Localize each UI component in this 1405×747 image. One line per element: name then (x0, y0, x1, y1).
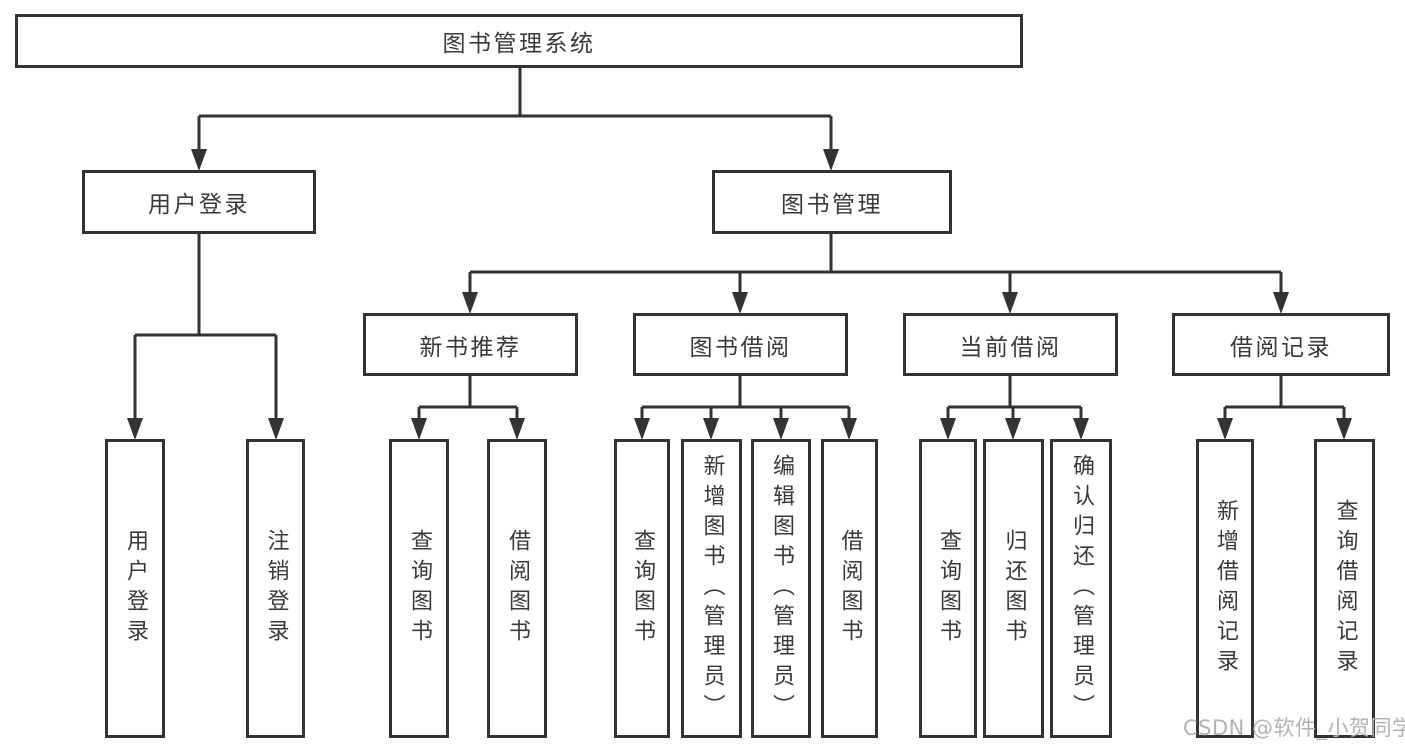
node-current-query-books-label: 查询图书 (936, 528, 961, 649)
node-current-query-books: 查询图书 (919, 439, 977, 738)
node-records-add-record: 新增借阅记录 (1196, 439, 1254, 738)
node-borrow-edit-books-admin-label: 编辑图书（管理员） (769, 453, 794, 724)
node-borrow-add-books-admin: 新增图书（管理员） (681, 439, 742, 738)
connector-book-borrow (634, 376, 857, 440)
node-borrow-borrow-books: 借阅图书 (821, 439, 878, 738)
connector-root (191, 68, 839, 171)
connector-borrow-records (1217, 376, 1352, 440)
node-user-login: 用户登录 (82, 170, 316, 234)
node-recommend-query-books-label: 查询图书 (407, 528, 432, 649)
node-records-add-record-label: 新增借阅记录 (1213, 498, 1238, 679)
node-user-login-label: 用户登录 (148, 192, 250, 218)
node-records-query-record: 查询借阅记录 (1314, 439, 1375, 738)
node-current-return-books-label: 归还图书 (1001, 528, 1027, 649)
node-borrow-edit-books-admin: 编辑图书（管理员） (751, 439, 811, 738)
node-book-management: 图书管理 (712, 170, 952, 234)
node-current-return-books: 归还图书 (983, 439, 1044, 738)
node-records-query-record-label: 查询借阅记录 (1332, 498, 1358, 679)
node-login-action: 用户登录 (105, 439, 165, 738)
node-borrow-query-books-label: 查询图书 (630, 528, 655, 649)
node-borrow-add-books-admin-label: 新增图书（管理员） (699, 453, 725, 724)
node-book-management-label: 图书管理 (781, 192, 883, 218)
node-borrow-borrow-books-label: 借阅图书 (837, 528, 863, 649)
node-current-confirm-return-admin: 确认归还（管理员） (1050, 439, 1112, 738)
node-recommend-borrow-books-label: 借阅图书 (505, 528, 530, 649)
node-root-label: 图书管理系统 (442, 31, 596, 57)
node-login-action-label: 用户登录 (123, 528, 148, 649)
node-new-book-recommend: 新书推荐 (363, 313, 578, 376)
node-current-borrow-label: 当前借阅 (959, 334, 1062, 361)
node-borrow-records: 借阅记录 (1172, 313, 1390, 376)
node-recommend-borrow-books: 借阅图书 (487, 439, 547, 738)
node-book-borrow: 图书借阅 (633, 313, 848, 376)
node-book-borrow-label: 图书借阅 (689, 334, 792, 361)
connector-book-management (462, 234, 1289, 314)
node-current-confirm-return-admin-label: 确认归还（管理员） (1069, 453, 1094, 724)
node-root: 图书管理系统 (15, 14, 1023, 68)
node-new-book-recommend-label: 新书推荐 (419, 334, 522, 361)
connector-new-book-recommend (411, 376, 525, 440)
connector-current-borrow (940, 376, 1089, 440)
node-recommend-query-books: 查询图书 (389, 439, 449, 738)
node-current-borrow: 当前借阅 (903, 313, 1118, 376)
node-borrow-query-books: 查询图书 (614, 439, 670, 738)
node-logout-action-label: 注销登录 (263, 528, 289, 649)
node-logout-action: 注销登录 (246, 439, 305, 738)
csdn-watermark: CSDN @软件_小贺同学 (1183, 716, 1405, 740)
connector-user-login (127, 234, 284, 440)
node-borrow-records-label: 借阅记录 (1230, 334, 1332, 361)
